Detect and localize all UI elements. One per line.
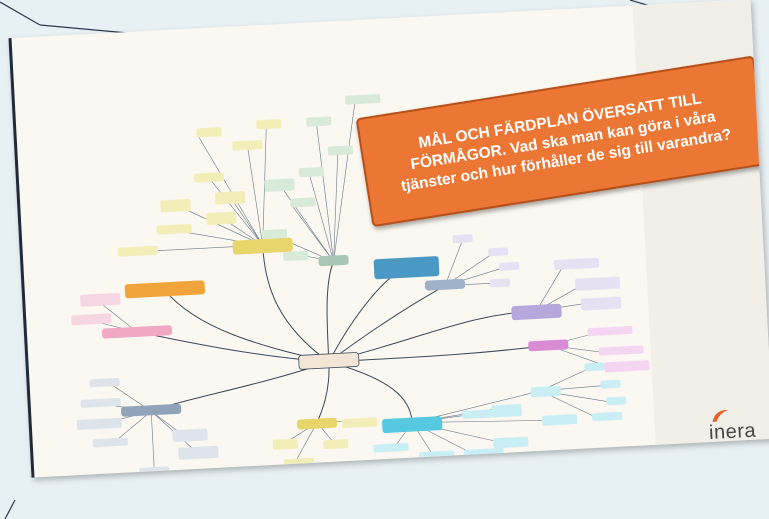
logo-mark-icon	[712, 410, 728, 422]
branch-node	[296, 417, 338, 430]
branch-node	[373, 256, 440, 280]
branch-node	[121, 403, 182, 417]
mindmap-center-node	[298, 352, 360, 370]
branch-node	[382, 416, 443, 434]
logo-text: inera	[708, 419, 757, 445]
mindmap-diagram	[71, 93, 650, 476]
branch-node	[511, 303, 562, 321]
leaf-nodes	[71, 93, 650, 476]
branch-node	[232, 237, 293, 255]
branch-node	[101, 325, 173, 339]
branch-node	[424, 278, 466, 291]
branch-node	[318, 254, 349, 267]
branch-node	[124, 280, 206, 299]
inera-logo: inera	[708, 403, 769, 456]
slide-container: MÅL OCH FÄRDPLAN ÖVERSATT TILL FÖRMÅGOR.…	[8, 0, 769, 498]
presentation-slide: MÅL OCH FÄRDPLAN ÖVERSATT TILL FÖRMÅGOR.…	[8, 0, 769, 478]
branch-node	[528, 339, 569, 352]
